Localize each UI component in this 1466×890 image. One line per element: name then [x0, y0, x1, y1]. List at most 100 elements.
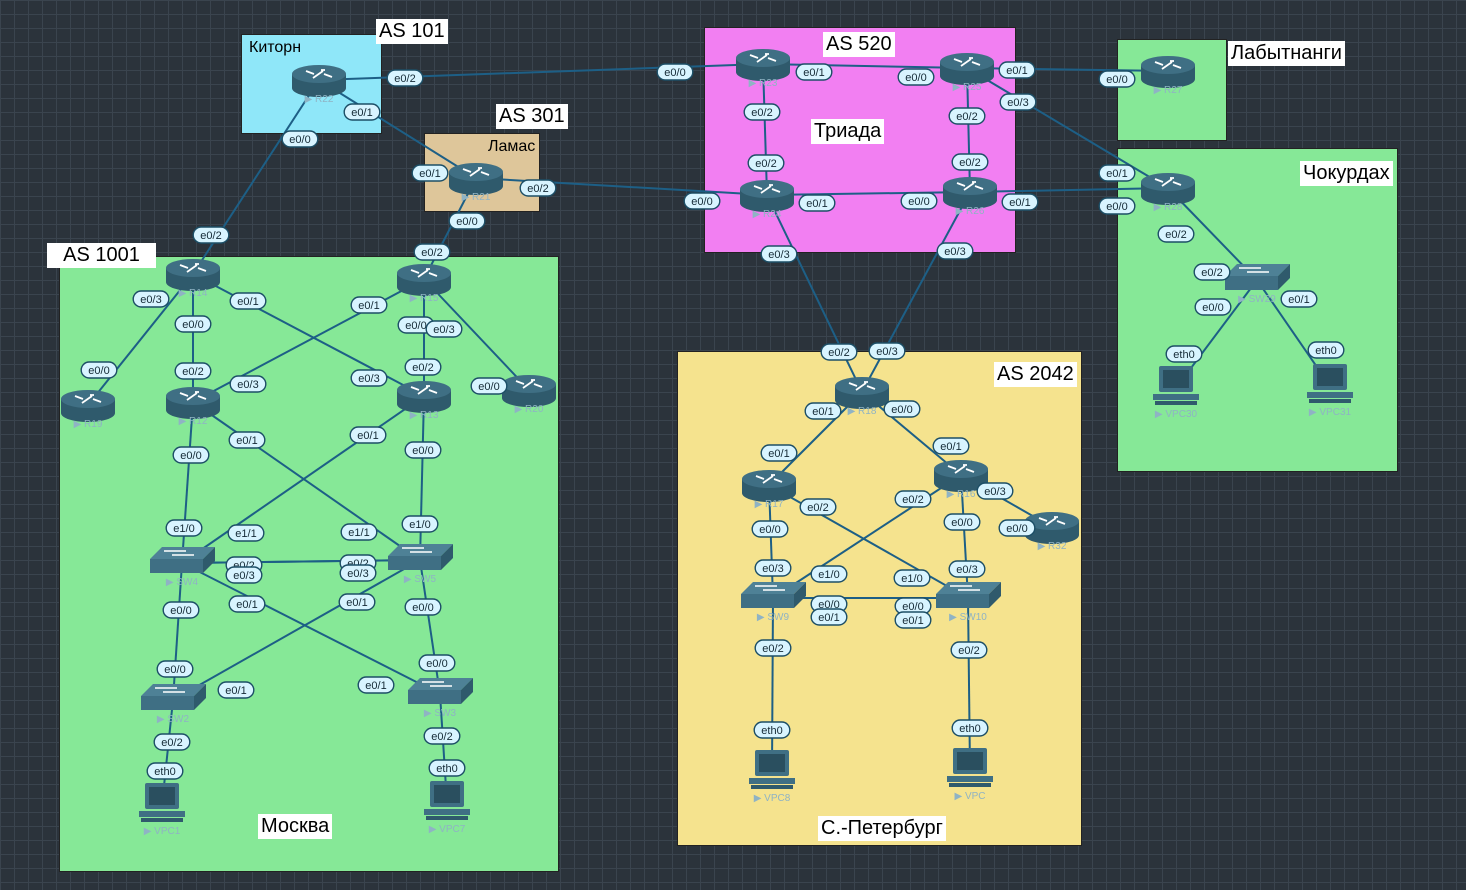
- svg-text:e0/0: e0/0: [905, 72, 926, 84]
- port-label-r16: e0/0: [943, 513, 981, 531]
- port-label-r20: e0/0: [470, 377, 508, 395]
- device-r13[interactable]: ▶ R13: [397, 381, 451, 421]
- port-label-r15: e0/2: [413, 243, 451, 261]
- svg-text:e1/0: e1/0: [818, 569, 839, 581]
- port-label-vpc8: eth0: [753, 721, 791, 739]
- device-label-r26: ▶ R26: [956, 206, 985, 217]
- as-label-spb: AS 2042: [994, 362, 1077, 387]
- port-label-r24: e0/3: [760, 245, 798, 263]
- svg-text:e0/1: e0/1: [812, 406, 833, 418]
- device-sw4[interactable]: ▶ SW4: [150, 547, 215, 588]
- svg-text:e0/0: e0/0: [170, 605, 191, 617]
- device-r28[interactable]: ▶ R28: [1141, 173, 1195, 213]
- svg-text:e0/1: e0/1: [1106, 168, 1127, 180]
- device-r17[interactable]: ▶ R17: [742, 470, 796, 510]
- device-r27[interactable]: ▶ R27: [1141, 56, 1195, 96]
- svg-text:eth0: eth0: [959, 723, 980, 735]
- device-sw10[interactable]: ▶ SW10: [936, 582, 1001, 623]
- svg-text:e0/0: e0/0: [891, 404, 912, 416]
- port-label-r12: e0/1: [228, 431, 266, 449]
- device-r15[interactable]: ▶ R15: [397, 264, 451, 304]
- device-label-vpc30: ▶ VPC30: [1155, 409, 1198, 420]
- port-label-r14: e0/0: [174, 315, 212, 333]
- link-r12-sw5: [192, 401, 421, 561]
- device-sw29[interactable]: ▶ SW29: [1225, 264, 1290, 305]
- port-label-sw10: e0/3: [948, 560, 986, 578]
- device-vpc1[interactable]: ▶ VPC1: [139, 783, 185, 837]
- device-r21[interactable]: ▶ R21: [449, 163, 503, 203]
- svg-text:e0/3: e0/3: [233, 570, 254, 582]
- device-r18[interactable]: ▶ R18: [835, 377, 889, 417]
- device-sw2[interactable]: ▶ SW2: [141, 684, 206, 725]
- zone-moscow: [59, 256, 559, 872]
- port-label-r18: e0/2: [820, 343, 858, 361]
- device-sw9[interactable]: ▶ SW9: [741, 582, 806, 623]
- link-r14-r13: [192, 273, 425, 397]
- svg-text:e0/3: e0/3: [140, 294, 161, 306]
- svg-text:e1/0: e1/0: [901, 573, 922, 585]
- link-sw5-sw2: [172, 559, 421, 701]
- device-label-vpc: ▶ VPC: [954, 791, 985, 802]
- device-r22[interactable]: ▶ R22: [292, 65, 346, 105]
- port-label-sw10: e0/1: [894, 611, 932, 629]
- device-vpc[interactable]: ▶ VPC: [947, 748, 993, 802]
- device-vpc30[interactable]: ▶ VPC30: [1153, 366, 1199, 420]
- device-sw3[interactable]: ▶ SW3: [408, 678, 473, 719]
- svg-text:e0/2: e0/2: [200, 230, 221, 242]
- svg-text:e0/1: e0/1: [358, 300, 379, 312]
- svg-text:e0/2: e0/2: [828, 347, 849, 359]
- svg-text:eth0: eth0: [436, 763, 457, 775]
- device-r26[interactable]: ▶ R26: [943, 177, 997, 217]
- device-r19[interactable]: ▶ R19: [61, 390, 115, 430]
- link-sw4-sw5: [181, 559, 421, 564]
- port-label-r14: e0/3: [132, 290, 170, 308]
- as-label-triada: AS 520: [823, 32, 895, 57]
- svg-text:e0/0: e0/0: [478, 381, 499, 393]
- device-vpc31[interactable]: ▶ VPC31: [1307, 364, 1353, 418]
- device-vpc7[interactable]: ▶ VPC7: [424, 781, 470, 835]
- device-vpc8[interactable]: ▶ VPC8: [749, 750, 795, 804]
- svg-text:e0/0: e0/0: [182, 319, 203, 331]
- device-label-vpc31: ▶ VPC31: [1309, 407, 1352, 418]
- svg-text:e0/1: e0/1: [940, 441, 961, 453]
- port-label-r14: e0/1: [229, 292, 267, 310]
- zone-name-triada: Триада: [811, 119, 885, 144]
- port-label-r23: e0/0: [656, 63, 694, 81]
- port-label-r22: e0/2: [386, 69, 424, 87]
- port-label-sw5: e0/0: [404, 598, 442, 616]
- device-r23[interactable]: ▶ R23: [736, 49, 790, 89]
- port-label-sw5: e1/1: [340, 523, 378, 541]
- port-label-r25: e0/1: [998, 61, 1036, 79]
- port-label-r18: e0/3: [868, 342, 906, 360]
- svg-text:e0/0: e0/0: [180, 450, 201, 462]
- svg-text:e0/2: e0/2: [902, 494, 923, 506]
- svg-text:e0/0: e0/0: [1202, 302, 1223, 314]
- port-label-sw5: e0/1: [338, 593, 376, 611]
- port-label-r24: e0/0: [683, 192, 721, 210]
- port-label-sw5: e0/3: [339, 564, 377, 582]
- device-r24[interactable]: ▶ R24: [740, 180, 794, 220]
- device-r20[interactable]: ▶ R20: [502, 375, 556, 415]
- device-r12[interactable]: ▶ R12: [166, 387, 220, 427]
- link-r21-r15: [423, 177, 477, 280]
- device-r16[interactable]: ▶ R16: [934, 460, 988, 500]
- device-label-r15: ▶ R15: [410, 293, 439, 304]
- port-label-r12: e0/3: [229, 375, 267, 393]
- device-r14[interactable]: ▶ R14: [166, 259, 220, 299]
- device-sw5[interactable]: ▶ SW5: [388, 544, 453, 585]
- svg-text:e0/2: e0/2: [412, 362, 433, 374]
- port-label-r18: e0/1: [804, 402, 842, 420]
- svg-text:e0/2: e0/2: [182, 366, 203, 378]
- device-label-sw9: ▶ SW9: [757, 612, 790, 623]
- port-label-sw9: e0/2: [754, 639, 792, 657]
- link-r25-r28: [966, 67, 1169, 189]
- svg-text:e0/1: e0/1: [346, 597, 367, 609]
- svg-text:e0/2: e0/2: [1165, 229, 1186, 241]
- svg-text:e0/1: e0/1: [365, 680, 386, 692]
- device-r25[interactable]: ▶ R25: [940, 53, 994, 93]
- svg-text:e0/0: e0/0: [951, 517, 972, 529]
- device-r32[interactable]: ▶ R32: [1025, 512, 1079, 552]
- device-label-r16: ▶ R16: [947, 489, 976, 500]
- svg-text:e0/0: e0/0: [902, 601, 923, 613]
- device-label-r12: ▶ R12: [179, 416, 208, 427]
